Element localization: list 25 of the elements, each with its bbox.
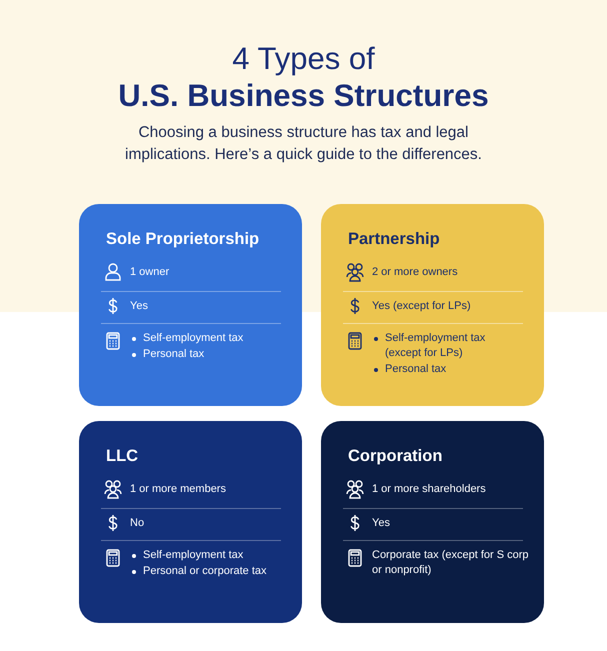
card-heading: Sole Proprietorship [106,230,260,249]
list-item: Self-employment tax [143,332,244,344]
info-card [79,421,302,623]
card-text: Yes [372,516,391,531]
card-heading: LLC [106,447,138,466]
card-text: No [130,516,146,531]
card-text: Yes [130,299,149,314]
card-text: 1 owner [130,265,170,280]
card-heading: Partnership [348,230,440,249]
card-text: 1 or more shareholders [372,482,487,497]
list-item: Self-employment tax [143,549,244,561]
info-card [321,204,544,406]
info-card [321,421,544,623]
list-item: Personal tax [385,363,446,375]
card-text: 2 or more owners [372,265,459,280]
info-card [79,204,302,406]
list-item: Personal tax [143,348,204,360]
card-text: Corporate tax (except for S corp or nonprofit) [372,548,530,578]
title: 4 Types of U.S. Business Structures [117,40,490,114]
list-item: Personal or corporate tax [143,565,267,577]
card-heading: Corporation [348,447,442,466]
card-text: Yes (except for LPs) [372,299,472,314]
subtitle: Choosing a business structure has tax and legal implications. Here’s a quick guide to the differences. [124,123,483,165]
card-text: 1 or more members [130,482,227,497]
list-item: Self-employment tax (except for LPs) [385,332,486,359]
